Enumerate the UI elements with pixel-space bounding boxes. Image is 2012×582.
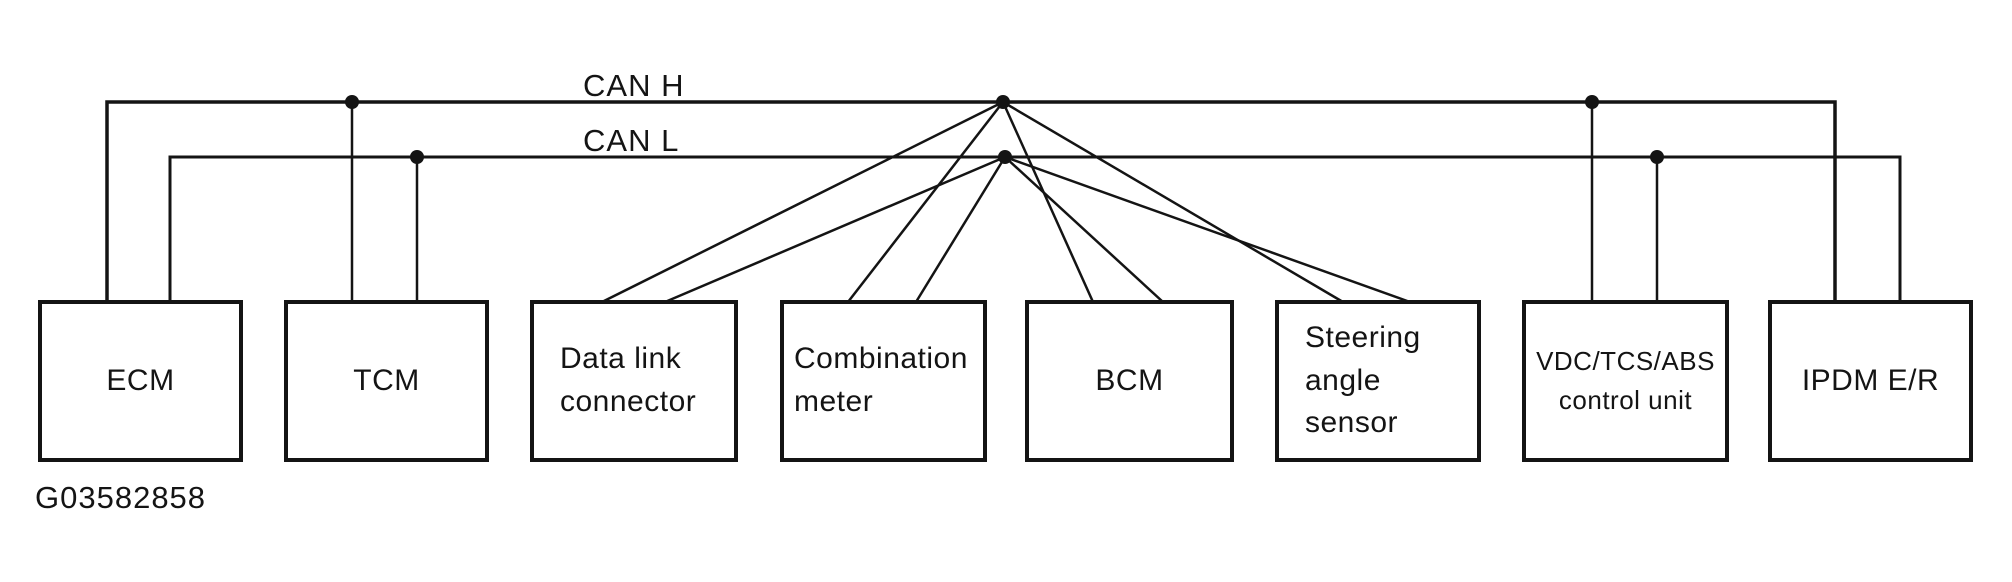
wire-combination-meter-can-h xyxy=(847,101,1004,303)
node-ecm: ECM xyxy=(38,300,243,462)
node-ipdm-er: IPDM E/R xyxy=(1768,300,1973,462)
node-bcm: BCM xyxy=(1025,300,1234,462)
junction-dot xyxy=(410,150,424,164)
can-h-bus-line xyxy=(105,100,1837,302)
node-data-link-connector: Data link connector xyxy=(530,300,738,462)
wire-dlc-can-h xyxy=(601,100,1004,304)
wire-bcm-can-h xyxy=(1001,101,1095,303)
wire-bcm-can-l xyxy=(1004,156,1164,303)
node-vdc-tcs-abs-control-unit: VDC/TCS/ABS control unit xyxy=(1522,300,1729,462)
wire-steering-sensor-can-l xyxy=(1004,155,1411,304)
can-h-bus-label: CAN H xyxy=(583,68,685,103)
wire-dlc-can-l xyxy=(664,155,1006,304)
junction-dot xyxy=(345,95,359,109)
junction-dot xyxy=(998,150,1012,164)
figure-id-label: G03582858 xyxy=(35,480,207,515)
node-steering-angle-sensor: Steering angle sensor xyxy=(1275,300,1481,462)
can-l-bus-label: CAN L xyxy=(583,123,680,158)
junction-dot xyxy=(996,95,1010,109)
wire-combination-meter-can-l xyxy=(914,156,1007,303)
can-l-bus-line xyxy=(168,155,1902,302)
junction-dot xyxy=(1650,150,1664,164)
node-combination-meter: Combination meter xyxy=(780,300,987,462)
wire-steering-sensor-can-h xyxy=(1002,100,1344,304)
junction-dot xyxy=(1585,95,1599,109)
node-tcm: TCM xyxy=(284,300,489,462)
